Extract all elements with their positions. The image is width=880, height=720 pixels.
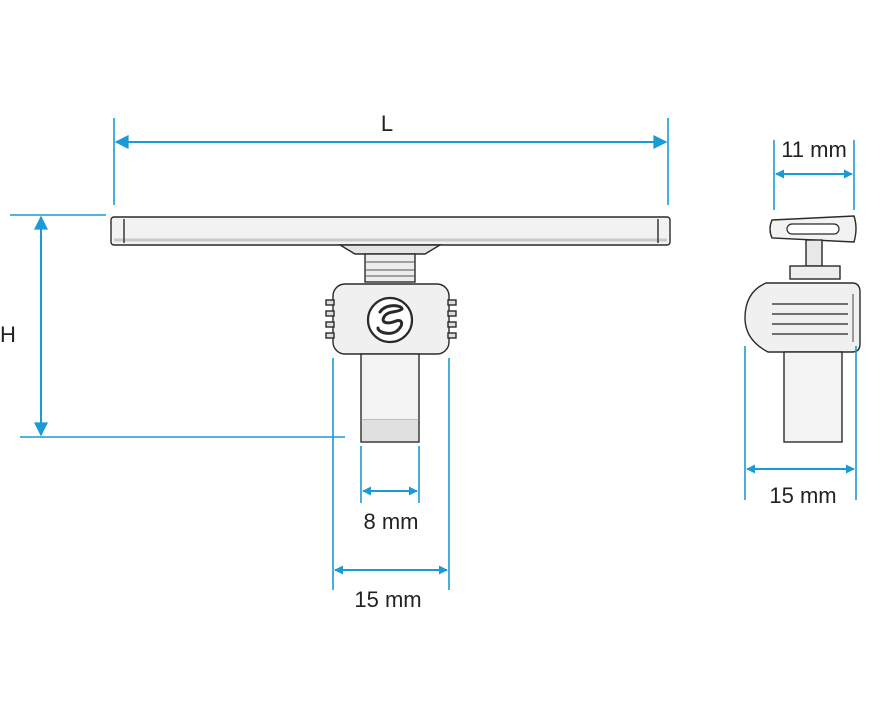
brand-logo-icon [366, 296, 414, 344]
side-view: 11 mm 15 mm [744, 137, 861, 508]
side-neck [789, 239, 841, 280]
outer-width-dimension: 15 mm [332, 358, 450, 612]
inner-width-label: 8 mm [364, 509, 419, 534]
side-top-width-dimension: 11 mm [773, 137, 855, 210]
side-handle-cap [769, 215, 857, 243]
front-view: L H [0, 111, 671, 612]
side-clamp-body [744, 282, 861, 353]
hub-neck [337, 244, 443, 283]
side-bottom-width-dimension: 15 mm [744, 346, 857, 508]
side-top-width-label: 11 mm [781, 137, 847, 162]
shaft [360, 353, 420, 443]
side-shaft [783, 351, 843, 443]
height-dimension: H [0, 214, 345, 438]
t-handle-bar [110, 216, 671, 246]
length-dimension: L [113, 111, 669, 205]
height-label: H [0, 322, 16, 347]
length-label: L [381, 111, 393, 136]
outer-width-label: 15 mm [354, 587, 421, 612]
inner-width-dimension: 8 mm [360, 446, 420, 534]
side-bottom-width-label: 15 mm [769, 483, 836, 508]
